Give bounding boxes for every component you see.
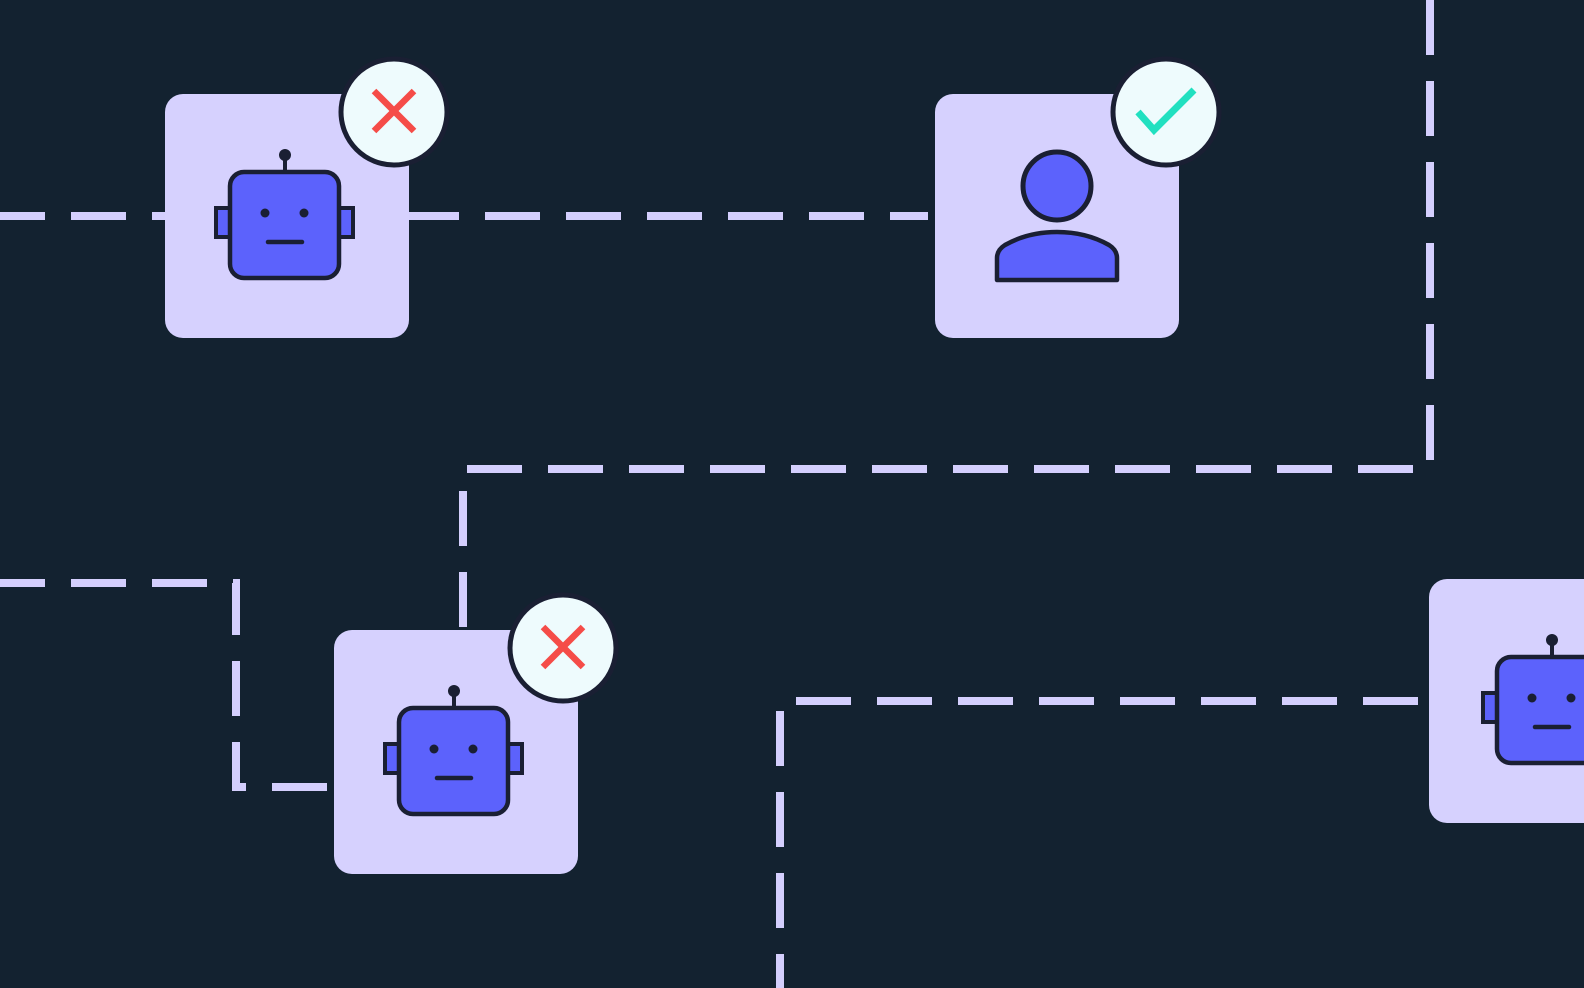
node-bot-top-left[interactable] [165,56,450,338]
check-icon [1135,87,1197,136]
connector-lines [0,0,1434,988]
connector-bot-right-to-bottom [776,697,1418,988]
rejected-badge [338,56,450,168]
node-bot-bottom-left[interactable] [334,592,619,874]
approved-badge [1110,56,1222,168]
node-human-top[interactable] [935,56,1222,338]
node-bot-right-edge[interactable] [1429,579,1584,823]
rejected-badge [507,592,619,704]
person-icon [994,149,1120,283]
connector-left-to-bot-bottom [0,579,332,791]
